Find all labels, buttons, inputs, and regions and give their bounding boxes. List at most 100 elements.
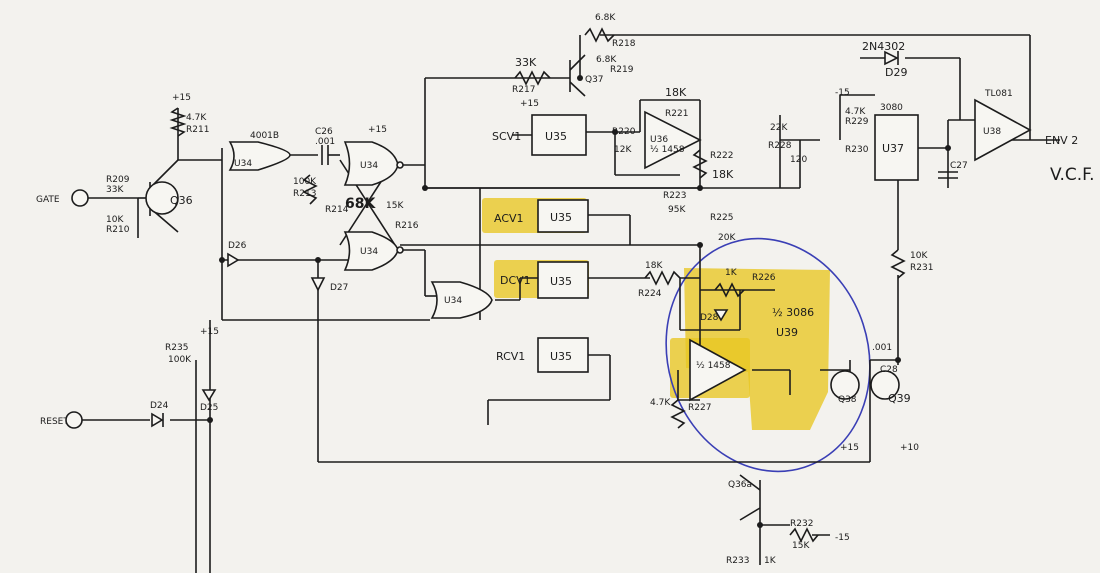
r232-value: 15K	[792, 541, 810, 551]
c27-label: C27	[950, 161, 968, 171]
r224-label: R224	[638, 289, 662, 299]
r219-label: R219	[610, 65, 634, 75]
diode-d26: D26	[227, 241, 247, 268]
r217-label: R217	[512, 85, 535, 95]
u37-label: U37	[882, 142, 904, 155]
transistor-q38: Q38	[830, 370, 860, 405]
input-labels: GATE RESET SCV1 ACV1 DCV1 RCV1	[36, 130, 531, 429]
output-label: ENV 2	[1045, 134, 1078, 147]
tl081-label: TL081	[984, 89, 1013, 99]
r219-value: 6.8K	[596, 55, 617, 65]
q38-label: Q38	[838, 395, 857, 405]
resistors: 4.7K R211 R209 33K 10K R210 100K R213 68…	[106, 13, 933, 566]
u34-label-a: U34	[234, 159, 252, 169]
r226-label: R226	[752, 273, 776, 283]
lm1458-label-a: ½ 1458	[650, 145, 685, 155]
u34-label-c: U34	[360, 247, 378, 257]
r213-value: 100K	[293, 177, 317, 187]
r211-value: 4.7K	[186, 113, 207, 123]
u39-label: U39	[776, 326, 798, 339]
r222-label: R222	[710, 151, 733, 161]
r211-label: R211	[186, 125, 209, 135]
opamp-u36: U36 ½ 1458	[644, 110, 702, 170]
transistor-q37: Q37	[569, 54, 604, 97]
transistor-q36: Q36	[145, 181, 193, 215]
r214-value: 68K	[345, 196, 376, 212]
transistor-q-bottom: Q36a	[728, 480, 752, 490]
ca3080-label: 3080	[880, 103, 903, 113]
lm1458-label-b: ½ 1458	[696, 361, 731, 371]
highlight-u39	[684, 268, 830, 430]
r228-value: 22K	[770, 123, 788, 133]
r213-label: R213	[293, 189, 316, 199]
ic-u35-rcv: U35	[537, 337, 589, 373]
r216-value: 15K	[386, 201, 404, 211]
r216-label: R216	[395, 221, 419, 231]
d29-label: D29	[885, 66, 907, 79]
r230-value: 120	[790, 155, 807, 165]
plus15-q36: +15	[172, 93, 191, 103]
r220-value: 12K	[614, 145, 632, 155]
minus15-bottom: -15	[835, 533, 850, 543]
r210-value: 10K	[106, 215, 124, 225]
ic-u35-acv: U35	[537, 199, 589, 233]
r227-label: R227	[688, 403, 711, 413]
gate-input-label: GATE	[36, 195, 60, 205]
ic-u35-scv: U35	[531, 114, 587, 156]
r224-value: 18K	[645, 261, 663, 271]
rcv-input-label: RCV1	[496, 350, 525, 363]
diode-d24: D24	[150, 401, 169, 428]
r229-value: 4.7K	[845, 107, 866, 117]
n2n4302-label: 2N4302	[862, 40, 905, 53]
r229-label: R229	[845, 117, 869, 127]
r231-value: 10K	[910, 251, 928, 261]
plus15-q37: +15	[520, 99, 539, 109]
plus15-q38: +15	[840, 443, 859, 453]
r223-label: R223	[663, 191, 686, 201]
nor-gate-u34-d: U34	[430, 281, 493, 319]
r226-value: 1K	[725, 268, 738, 278]
r218-value: 6.8K	[595, 13, 616, 23]
r209-label: R209	[106, 175, 130, 185]
d24-label: D24	[150, 401, 169, 411]
d26-label: D26	[228, 241, 247, 251]
diode-d25: D25	[200, 389, 218, 413]
ota-u37: U37 3080	[874, 103, 919, 181]
u35-label-2: U35	[550, 211, 572, 224]
nor-gate-u34-b: U34	[343, 141, 404, 186]
q36-label: Q36	[170, 194, 193, 207]
title-vcf: V.C.F.	[1050, 165, 1095, 185]
nor-gate-u34-c: U34	[343, 231, 404, 271]
r218-label: R218	[612, 39, 636, 49]
opamp-u38: U38 TL081	[974, 89, 1032, 162]
d28-label: D28	[700, 313, 719, 323]
q37-label: Q37	[585, 75, 604, 85]
r225-value: 20K	[718, 233, 736, 243]
c28-label: C28	[880, 365, 898, 375]
scv-input-label: SCV1	[492, 130, 521, 143]
r233-value: 1K	[764, 556, 777, 566]
r231-label: R231	[910, 263, 933, 273]
r221-value: 18K	[665, 86, 687, 99]
r232-label: R232	[790, 519, 813, 529]
plus15-u34: +15	[368, 125, 387, 135]
diode-d29: D29	[884, 50, 907, 79]
u35-label-1: U35	[545, 130, 567, 143]
opamp-u39-lm1458: ½ 1458	[689, 338, 747, 402]
minus15-u37: -15	[835, 88, 850, 98]
r209-value: 33K	[106, 185, 124, 195]
c28-value: .001	[872, 343, 892, 353]
q-bottom-label: Q36a	[728, 480, 752, 490]
capacitors: C26 .001 C27 .001 C28	[315, 127, 968, 375]
u34-label-b: U34	[360, 161, 378, 171]
transistor-q39: Q39	[870, 370, 911, 405]
ca3086-label: ½ 3086	[772, 306, 814, 319]
nor-gate-u34-a: U34 4001B	[228, 131, 291, 171]
r217-value: 33K	[515, 56, 537, 69]
u34-label-d: U34	[444, 296, 462, 306]
r235-value: 100K	[168, 355, 192, 365]
diode-d28: D28	[700, 309, 729, 323]
r223-value: 95K	[668, 205, 686, 215]
r210-label: R210	[106, 225, 130, 235]
r225-label: R225	[710, 213, 733, 223]
